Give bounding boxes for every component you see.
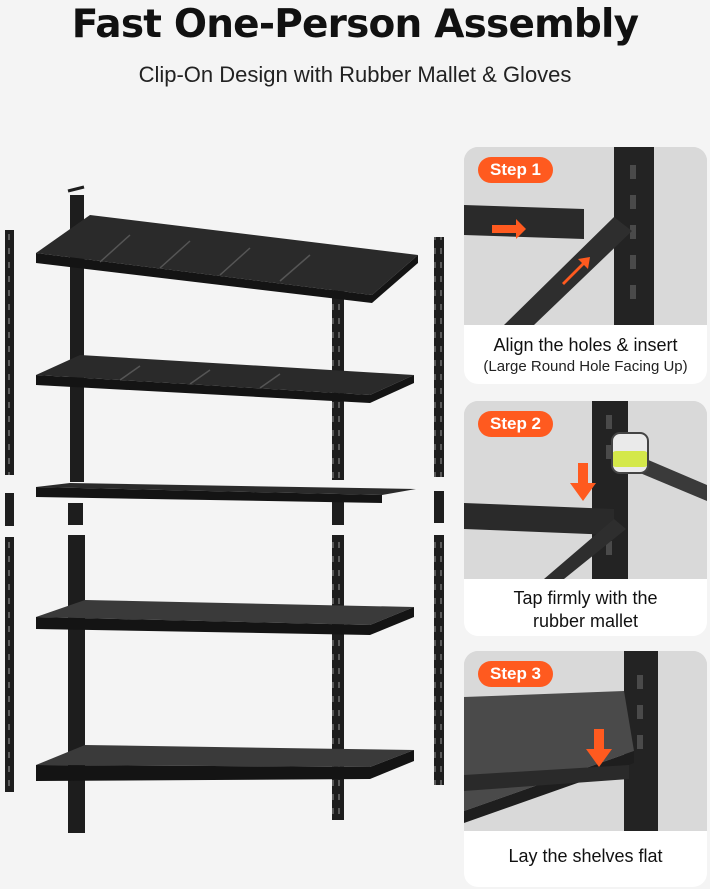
step-1-badge: Step 1 [478, 157, 554, 183]
step-2-badge: Step 2 [478, 411, 554, 437]
shelf-5 [36, 745, 414, 781]
down-arrow-icon [586, 729, 612, 767]
angled-beam [504, 217, 632, 325]
step-2-caption-line1: Tap firmly with the [513, 588, 658, 608]
insert-arrow-icon [492, 219, 590, 285]
step-3-caption: Lay the shelves flat [508, 846, 663, 866]
step-1-note: (Large Round Hole Facing Up) [483, 358, 688, 375]
page-subtitle: Clip-On Design with Rubber Mallet & Glov… [138, 62, 572, 87]
shelf-unit-illustration [0, 175, 460, 865]
step-1-caption: Align the holes & insert [493, 335, 678, 355]
back-right-upright [332, 290, 344, 820]
step-2-photo [464, 401, 707, 579]
shelf-2 [36, 355, 414, 403]
step-1-card: Step 1 Align the holes & insert (Large R… [464, 147, 707, 384]
loose-upright-right [434, 237, 444, 785]
shelf-3-frame [36, 483, 416, 503]
page-title: Fast One-Person Assembly [71, 2, 639, 47]
horizontal-beam [464, 205, 584, 239]
shelf-4 [36, 600, 414, 635]
shelf-beam [464, 503, 614, 535]
down-arrow-icon [570, 463, 596, 501]
rubber-mallet-icon [611, 432, 707, 501]
step-2-caption-line2: rubber mallet [532, 611, 639, 631]
step-3-card: Step 3 Lay the shelves flat [464, 651, 707, 887]
step-2-card: Step 2 Tap firmly with the rubber mallet [464, 401, 707, 636]
front-left-upright [67, 185, 85, 833]
step-1-photo [464, 147, 707, 325]
step-3-badge: Step 3 [478, 661, 554, 687]
loose-upright-left [5, 230, 14, 792]
shelf-1 [36, 215, 418, 303]
